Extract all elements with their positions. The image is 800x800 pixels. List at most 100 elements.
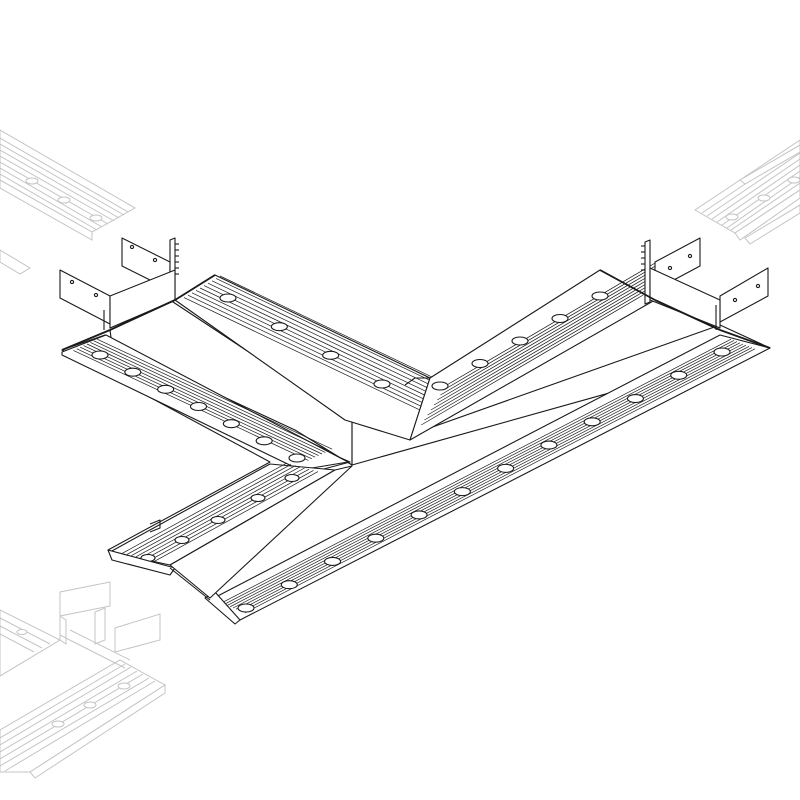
mounting-hole: [124, 367, 142, 377]
rib-line: [211, 280, 448, 394]
bracket-left: [59, 237, 179, 331]
ghost-profile-bottom-left-ribs: [0, 663, 156, 772]
rib-line: [97, 338, 333, 450]
mounting-hole: [511, 336, 529, 346]
rib-line: [122, 462, 287, 554]
rib-line: [149, 470, 314, 561]
mounting-hole: [288, 453, 306, 463]
t-connector-outline: [61, 269, 771, 351]
ghost-profile-top-right-edge: [734, 189, 800, 241]
ghost-hole: [57, 196, 71, 204]
rib-line: [83, 345, 319, 456]
ghost-profile-bottom-left-upper: [0, 609, 62, 677]
rib-line: [126, 464, 292, 555]
arm-left-base-lower-ribs: [122, 462, 319, 562]
rib-line: [440, 264, 663, 396]
mounting-hole: [323, 556, 342, 567]
recess-edge: [169, 567, 211, 601]
ghost-profile-top-left: [0, 129, 137, 275]
mounting-hole: [157, 384, 175, 394]
mounting-hole: [250, 493, 266, 503]
bracket-hole: [667, 265, 673, 271]
arm-upper-left-holes: [219, 293, 391, 389]
mounting-hole: [237, 603, 255, 613]
rib-line: [207, 282, 444, 396]
mounting-hole: [210, 515, 226, 525]
mounting-hole: [189, 401, 208, 412]
mounting-hole: [410, 510, 428, 520]
ghost-hole: [725, 213, 739, 221]
mounting-hole: [270, 322, 288, 332]
recess-floor: [169, 465, 353, 599]
rib-line: [140, 467, 305, 559]
mounting-hole: [626, 393, 645, 404]
bracket-right-body: [649, 267, 721, 329]
bracket-hole: [93, 292, 99, 298]
rib-line: [153, 471, 319, 562]
ghost-profile-top-left-lower: [0, 249, 31, 275]
arm-left-step: [149, 519, 161, 533]
ghost-hole: [757, 194, 771, 202]
mounting-hole: [284, 473, 300, 483]
arm-left-base-holes: [91, 350, 306, 563]
rib-line: [427, 284, 650, 416]
ghost-profile-bottom-left-body: [0, 659, 166, 773]
rib-line: [131, 465, 296, 556]
bracket-hole: [129, 244, 135, 250]
rib-line: [443, 259, 666, 391]
rib-line: [238, 346, 750, 611]
rib-line: [421, 294, 644, 426]
rib-line: [187, 294, 424, 408]
bracket-right-plate-front: [719, 267, 769, 323]
mounting-hole: [670, 370, 688, 380]
arm-upper-right-ribs: [421, 254, 669, 426]
mounting-hole: [174, 535, 190, 545]
mounting-hole: [255, 436, 273, 446]
bracket-left-plate-front: [59, 269, 111, 325]
rib-line: [203, 285, 440, 398]
ghost-profile-top-left-ribs: [0, 137, 129, 231]
bracket-left-teeth: [175, 243, 179, 275]
bracket-right: [641, 237, 769, 330]
rib-line: [433, 274, 657, 406]
arm-right-base-holes: [237, 347, 731, 613]
bracket-hole: [732, 297, 738, 303]
mounting-hole: [91, 350, 109, 360]
mounting-hole: [322, 350, 340, 360]
arm-left-end-cap: [107, 549, 176, 576]
mounting-hole: [431, 381, 449, 391]
ghost-profile-bottom-left-edge: [29, 684, 166, 779]
ghost-hole: [83, 701, 97, 709]
ghost-hole: [117, 682, 131, 690]
rib-line: [220, 338, 732, 604]
arm-upper-right-holes: [431, 291, 609, 391]
rib-line: [223, 340, 735, 605]
rib-line: [199, 287, 436, 401]
rib-line: [430, 279, 653, 411]
mounting-hole: [222, 419, 240, 429]
arm-right-base-ribs: [220, 338, 756, 614]
ghost-profile-bottom-left: [0, 581, 166, 779]
rib-line: [229, 342, 741, 608]
rib-line: [90, 342, 326, 453]
joint-detail: [404, 377, 430, 386]
mounting-hole: [583, 417, 601, 427]
rib-line: [437, 269, 660, 401]
bracket-hole: [755, 283, 761, 289]
rib-line: [93, 340, 329, 452]
ghost-hole: [16, 629, 28, 635]
rib-line: [232, 343, 744, 609]
ghost-profile-top-right: [694, 139, 800, 245]
bracket-right-post: [644, 239, 651, 305]
rib-line: [241, 347, 753, 612]
rib-line: [244, 348, 756, 614]
mounting-hole: [367, 533, 385, 543]
rib-line: [135, 466, 301, 558]
ghost-hole: [89, 214, 103, 222]
bracket-hole: [69, 279, 75, 285]
bracket-hole: [687, 253, 693, 259]
rib-line: [226, 341, 738, 606]
mounting-hole: [551, 313, 569, 324]
